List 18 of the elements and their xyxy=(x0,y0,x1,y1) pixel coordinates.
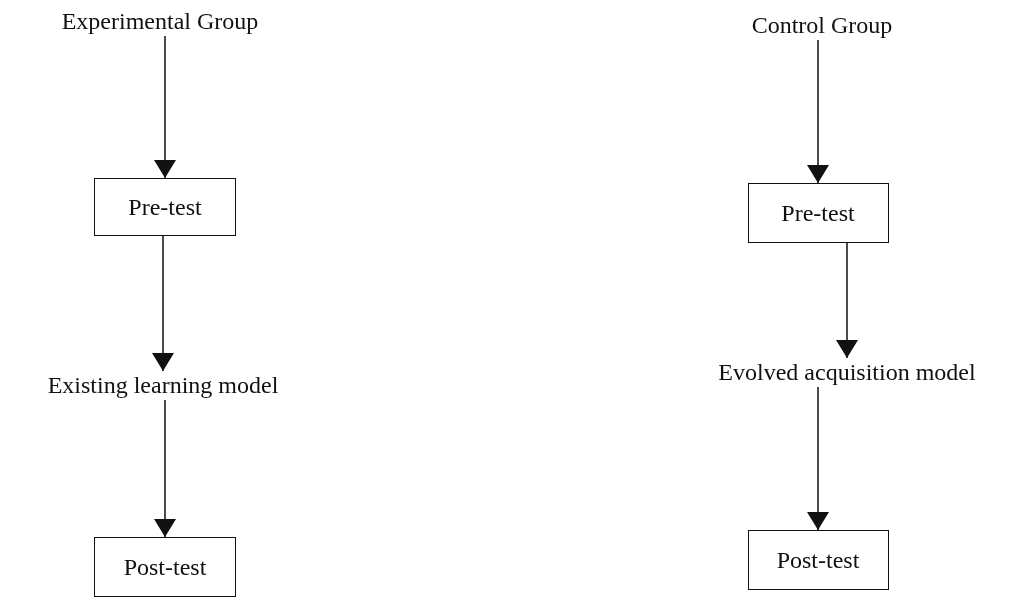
process-box xyxy=(94,537,236,597)
node-label: Pre-test xyxy=(781,199,855,227)
node-label: Existing learning model xyxy=(47,371,279,399)
arrow xyxy=(836,242,858,359)
process-box xyxy=(747,530,889,590)
arrow xyxy=(807,39,829,184)
arrow xyxy=(807,386,829,531)
node-label: Experimental Group xyxy=(61,7,259,35)
node-label: Post-test xyxy=(776,546,860,574)
arrow xyxy=(154,35,176,179)
process-box xyxy=(747,183,889,243)
arrow xyxy=(152,235,174,372)
node-label: Pre-test xyxy=(128,193,202,221)
process-box xyxy=(94,178,236,236)
node-label: Control Group xyxy=(751,11,893,39)
node-label: Post-test xyxy=(123,553,207,581)
node-label: Evolved acquisition model xyxy=(718,358,976,386)
arrow xyxy=(154,399,176,538)
